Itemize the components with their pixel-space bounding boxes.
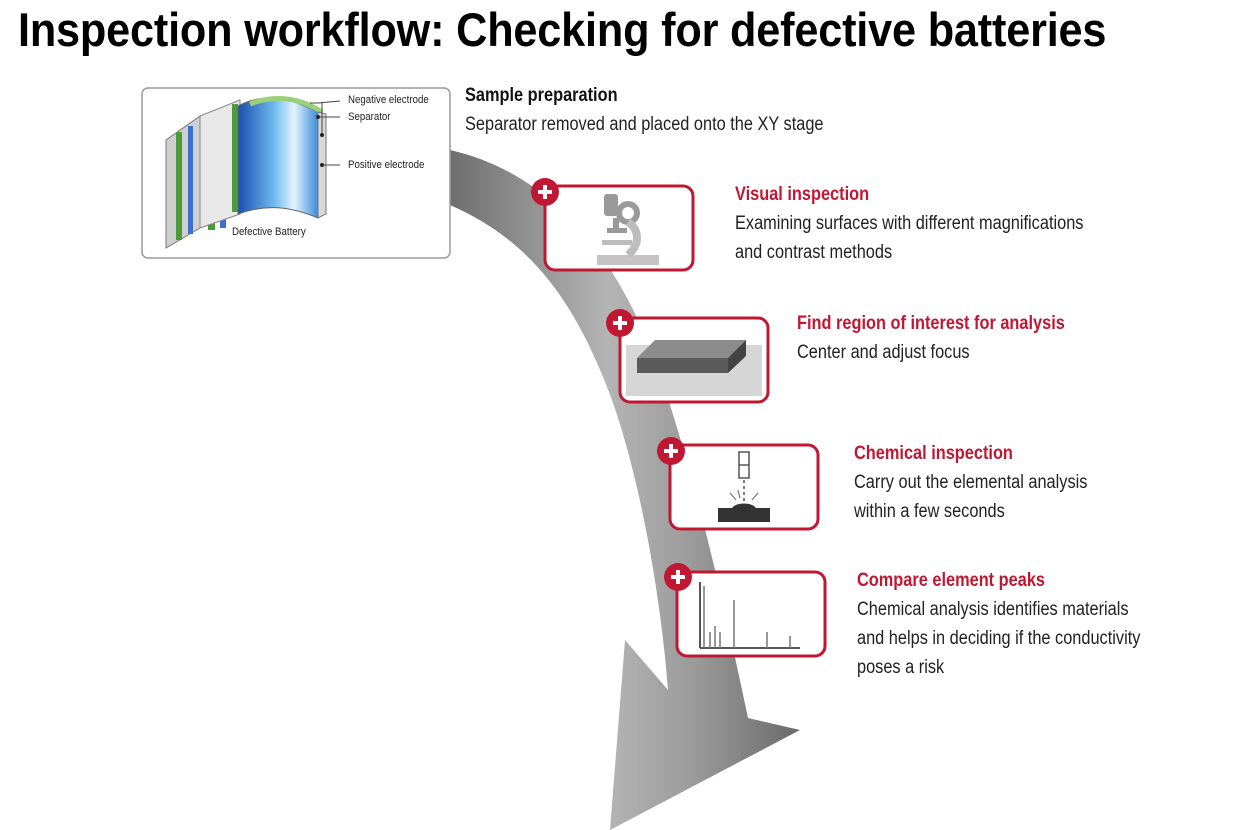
page-title: Inspection workflow: Checking for defect…: [18, 3, 1107, 56]
plus-icon: [657, 437, 685, 465]
step-region-card: [606, 309, 770, 404]
microscope-icon: [597, 194, 659, 265]
spectrum-peaks-icon: [699, 582, 800, 649]
step-description: and contrast methods: [735, 242, 893, 263]
step-chemical-inspection: Chemical inspection Carry out the elemen…: [854, 440, 1087, 526]
step-peaks-card: [664, 563, 827, 658]
step-description: poses a risk: [857, 657, 945, 678]
step-description: Center and adjust focus: [797, 342, 970, 363]
step-description: Chemical analysis identifies materials: [857, 599, 1129, 620]
plus-icon: [606, 309, 634, 337]
step-description: Carry out the elemental analysis: [854, 472, 1088, 493]
step-chemical-card: [657, 437, 820, 531]
laser-analysis-icon: [718, 451, 770, 522]
step-description: Separator removed and placed onto the XY…: [465, 114, 824, 135]
plus-icon: [531, 178, 559, 206]
label-defective-battery: Defective Battery: [232, 226, 306, 238]
plus-icon: [664, 563, 692, 591]
step-visual-inspection-card: [531, 178, 695, 272]
step-description: and helps in deciding if the conductivit…: [857, 628, 1141, 649]
step-compare-peaks: Compare element peaks Chemical analysis …: [857, 567, 1140, 682]
step-region-of-interest: Find region of interest for analysis Cen…: [797, 310, 1065, 367]
sample-block-icon: [626, 340, 762, 396]
battery-panel: [141, 87, 451, 259]
step-visual-inspection: Visual inspection Examining surfaces wit…: [735, 181, 1083, 267]
flow-arrow: [450, 150, 800, 830]
battery-icon: [165, 96, 341, 249]
step-description: within a few seconds: [854, 501, 1005, 522]
step-title: Compare element peaks: [857, 570, 1045, 591]
label-negative-electrode: Negative electrode: [348, 94, 429, 106]
step-title: Chemical inspection: [854, 443, 1013, 464]
label-positive-electrode: Positive electrode: [348, 159, 425, 171]
step-title: Visual inspection: [735, 184, 870, 205]
step-sample-preparation: Sample preparation Separator removed and…: [465, 82, 824, 139]
step-title: Sample preparation: [465, 85, 618, 106]
step-description: Examining surfaces with different magnif…: [735, 213, 1084, 234]
step-title: Find region of interest for analysis: [797, 313, 1065, 334]
label-separator: Separator: [348, 111, 391, 123]
